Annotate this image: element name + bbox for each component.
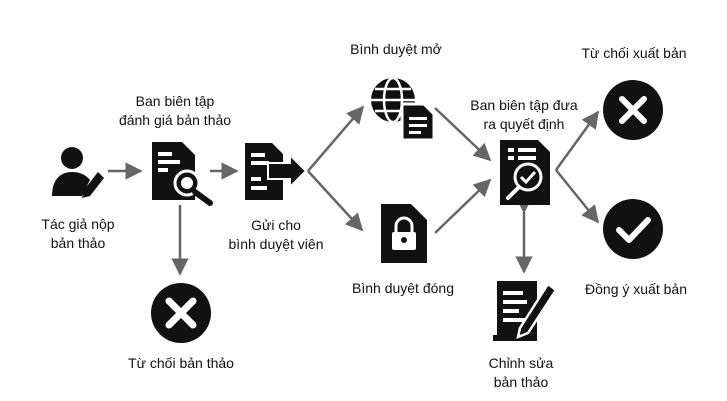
arrow-decision-to-reject [554,110,600,171]
label-reject-publication: Từ chối xuất bản [581,45,687,61]
label-open-review: Bình duyệt mở [350,41,442,57]
arrow-open-to-decision [434,107,492,162]
arrow-send-to-open [307,105,365,172]
label-closed-review: Bình duyệt đóng [352,280,454,296]
arrow-send-to-closed [307,170,364,232]
document-send-icon [245,143,308,200]
label-editor-review: Ban biên tập đánh giá bản thảo [118,93,232,128]
label-author: Tác giả nộp bản thảo [41,216,115,251]
arrow-closed-to-decision [434,178,492,234]
label-revise: Chỉnh sửa bản thảo [488,355,554,390]
label-reject-manuscript: Từ chối bản thảo [128,355,234,371]
reject-circle-icon [151,283,211,343]
arrow-decision-to-accept [555,169,600,224]
label-send-reviewers: Gửi cho bình duyệt viên [228,217,324,252]
locked-document-icon [381,204,427,263]
document-search-icon [152,142,213,206]
label-accept-publication: Đồng ý xuất bản [585,281,687,297]
x-circle-icon [603,80,663,140]
label-editor-decision: Ban biên tập đưa ra quyết định [470,97,578,132]
document-pen-icon [493,281,558,341]
check-circle-icon [603,199,663,259]
globe-document-icon [371,76,436,142]
document-check-icon [500,140,550,205]
user-edit-icon [52,147,104,198]
